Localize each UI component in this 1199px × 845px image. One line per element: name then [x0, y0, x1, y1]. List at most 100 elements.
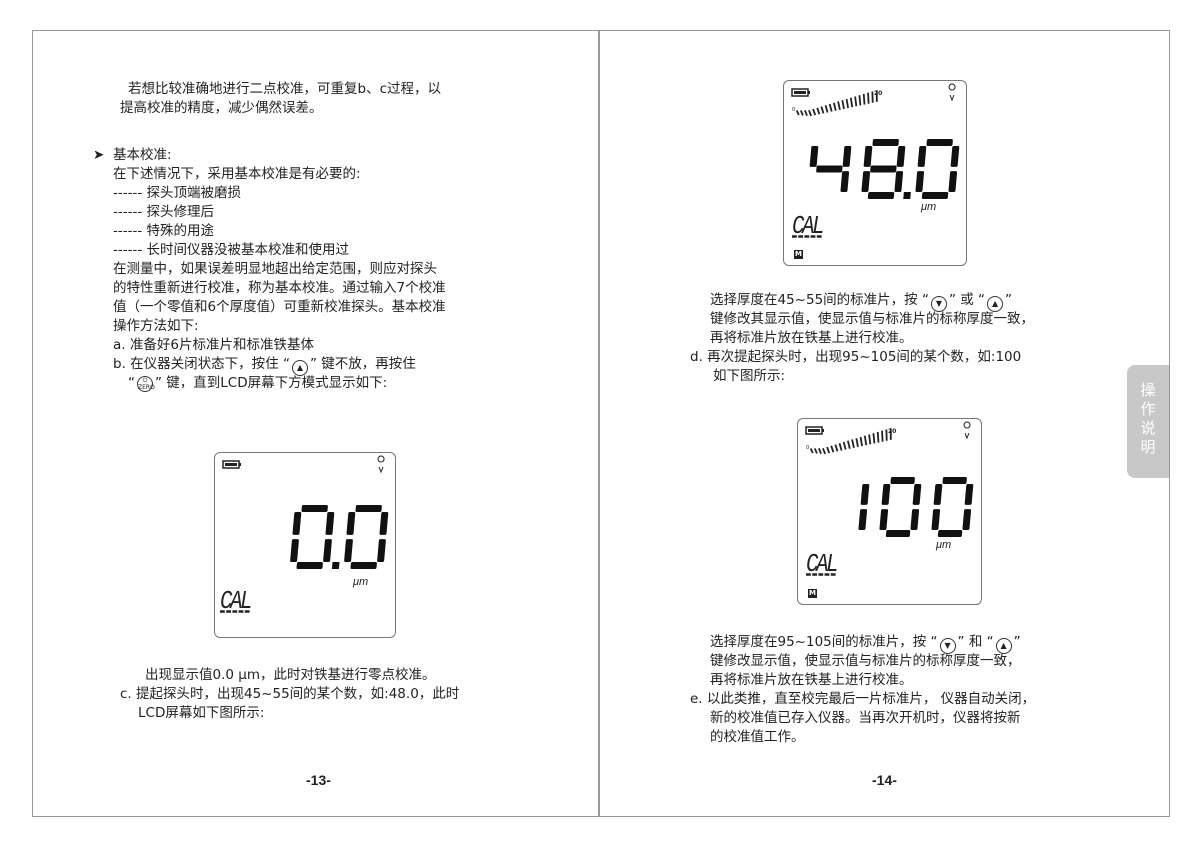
memory-badge: M — [808, 589, 817, 598]
battery-icon — [791, 88, 810, 97]
left-line: a. 准备好6片标准片和标准铁基体 — [113, 337, 314, 353]
bar-graph-scale — [809, 428, 892, 455]
left-line: 值（一个零值和6个厚度值）可重新校准探头。基本校准 — [113, 299, 446, 315]
unit-label: μm — [353, 576, 369, 588]
lcd-digit — [809, 146, 852, 192]
segment-c — [323, 539, 332, 562]
block1-l3: 再将标准片放在铁基上进行校准。 — [710, 330, 913, 346]
backlight-icon — [963, 421, 971, 440]
side-tab-operation[interactable]: 操作说明 — [1127, 365, 1169, 478]
segment-f — [881, 484, 891, 505]
segment-e — [879, 509, 889, 530]
up-key-icon: ▲ — [291, 360, 308, 376]
lcd-digit — [931, 477, 974, 537]
scale-min: 0 — [806, 445, 809, 451]
segment-c — [948, 171, 958, 192]
segment-b — [860, 484, 870, 505]
segment-b — [950, 146, 960, 167]
lcd-graphics: 0 20 — [791, 83, 960, 199]
mode-cal: CAL — [792, 211, 825, 241]
lcd-display-zero: μm CAL — [214, 452, 396, 638]
lcd-display-48: μm CAL M 0 20 — [783, 80, 967, 266]
up-key-icon: ▲ — [995, 638, 1012, 654]
down-key-icon: ▼ — [930, 296, 947, 312]
segment-b — [842, 146, 852, 167]
left-line: 操作方法如下: — [113, 318, 199, 334]
segment-b — [379, 512, 389, 535]
segment-d — [296, 562, 323, 569]
lcd-digit — [344, 505, 389, 569]
segment-e — [290, 539, 299, 562]
left-line: ------ 长时间仪器没被基本校准和使用过 — [113, 242, 350, 258]
scale-max: 20 — [874, 90, 882, 97]
down-key-icon: ▼ — [939, 638, 956, 654]
block2-l3: 再将标准片放在铁基上进行校准。 — [710, 672, 913, 688]
left-line: 提高校准的精度，减少偶然误差。 — [120, 100, 323, 116]
segment-g — [870, 165, 897, 173]
segment-a — [872, 139, 899, 146]
segment-a — [890, 477, 915, 484]
scale-max: 20 — [888, 428, 896, 435]
unit-label: μm — [921, 201, 937, 213]
segment-f — [809, 146, 819, 167]
left-line: 基本校准: — [113, 147, 172, 163]
scale-min: 0 — [792, 107, 795, 113]
page-number-13: -13- — [306, 772, 331, 788]
mode-cal: CAL — [806, 549, 839, 579]
segment-g — [816, 165, 843, 173]
segment-c — [377, 539, 386, 562]
segment-d — [921, 192, 949, 199]
page-number-14: -14- — [872, 772, 897, 788]
backlight-icon — [948, 83, 956, 102]
lcd-display-100: μm CAL M 0 20 — [797, 418, 982, 605]
mode-cal: CAL — [220, 586, 253, 616]
segment-b — [896, 146, 906, 167]
segment-f — [933, 484, 943, 505]
page-frame-right — [598, 30, 1170, 817]
step-e: e. 以此类推，直至校完最后一片标准片， 仪器自动关闭， — [690, 691, 1036, 707]
step-c: c. 提起探头时，出现45~55间的某个数，如:48.0，此时 — [120, 686, 460, 702]
left-line: 在测量中，如果误差明显地超出给定范围，则应对探头 — [113, 261, 437, 277]
unit-label: μm — [936, 539, 952, 551]
lcd-digit — [290, 505, 340, 569]
left-line: ------ 特殊的用途 — [113, 223, 215, 239]
segment-f — [346, 512, 356, 535]
step-b: b. 在仪器关闭状态下，按住 “▲” 键不放，再按住 — [113, 355, 416, 376]
segment-e — [861, 171, 871, 192]
battery-icon — [222, 460, 241, 469]
step-e-l3: 的校准值工作。 — [710, 729, 805, 745]
left-line: ------ 探头顶端被磨损 — [113, 185, 242, 201]
block2-l1: 选择厚度在95~105间的标准片，按 “▼” 和 “▲” — [710, 633, 1021, 654]
segment-a — [301, 505, 328, 512]
segment-a — [942, 477, 967, 484]
lcd-digit — [861, 139, 911, 199]
lcd-graphics: 0 20 — [805, 421, 974, 537]
lcd-digit — [879, 477, 922, 537]
step-d: d. 再次提起探头时，出现95~105间的某个数，如:100 — [690, 349, 1022, 365]
left-line: 若想比较准确地进行二点校准，可重复b、c过程，以 — [128, 81, 441, 97]
segment-e — [344, 539, 353, 562]
power-zero-key-icon: ⏻ZERO — [137, 376, 155, 392]
segment-d — [350, 562, 377, 569]
left-line: 的特性重新进行校准，称为基本校准。通过输入7个校准 — [113, 280, 446, 296]
bullet-arrow-icon: ➤ — [93, 147, 105, 163]
segment-f — [917, 146, 927, 167]
page-frame-left — [32, 30, 600, 817]
up-key-icon: ▲ — [987, 296, 1004, 312]
lcd-graphics — [222, 455, 389, 569]
segment-a — [355, 505, 382, 512]
step-e-l2: 新的校准值已存入仪器。当再次开机时，仪器将按新 — [710, 710, 1021, 726]
segment-f — [292, 512, 302, 535]
segment-e — [915, 171, 925, 192]
segment-c — [840, 171, 850, 192]
memory-badge: M — [794, 250, 803, 259]
segment-b — [964, 484, 974, 505]
decimal-point — [331, 562, 340, 569]
segment-d — [885, 530, 911, 537]
segment-c — [858, 509, 868, 530]
left-line: ------ 探头修理后 — [113, 204, 215, 220]
step-c-cont: LCD屏幕如下图所示: — [138, 705, 265, 721]
step-b-cont: “⏻ZERO” 键，直到LCD屏幕下方模式显示如下: — [128, 375, 388, 392]
block1-l1: 选择厚度在45~55间的标准片，按 “▼” 或 “▲” — [710, 291, 1012, 312]
segment-d — [937, 530, 963, 537]
